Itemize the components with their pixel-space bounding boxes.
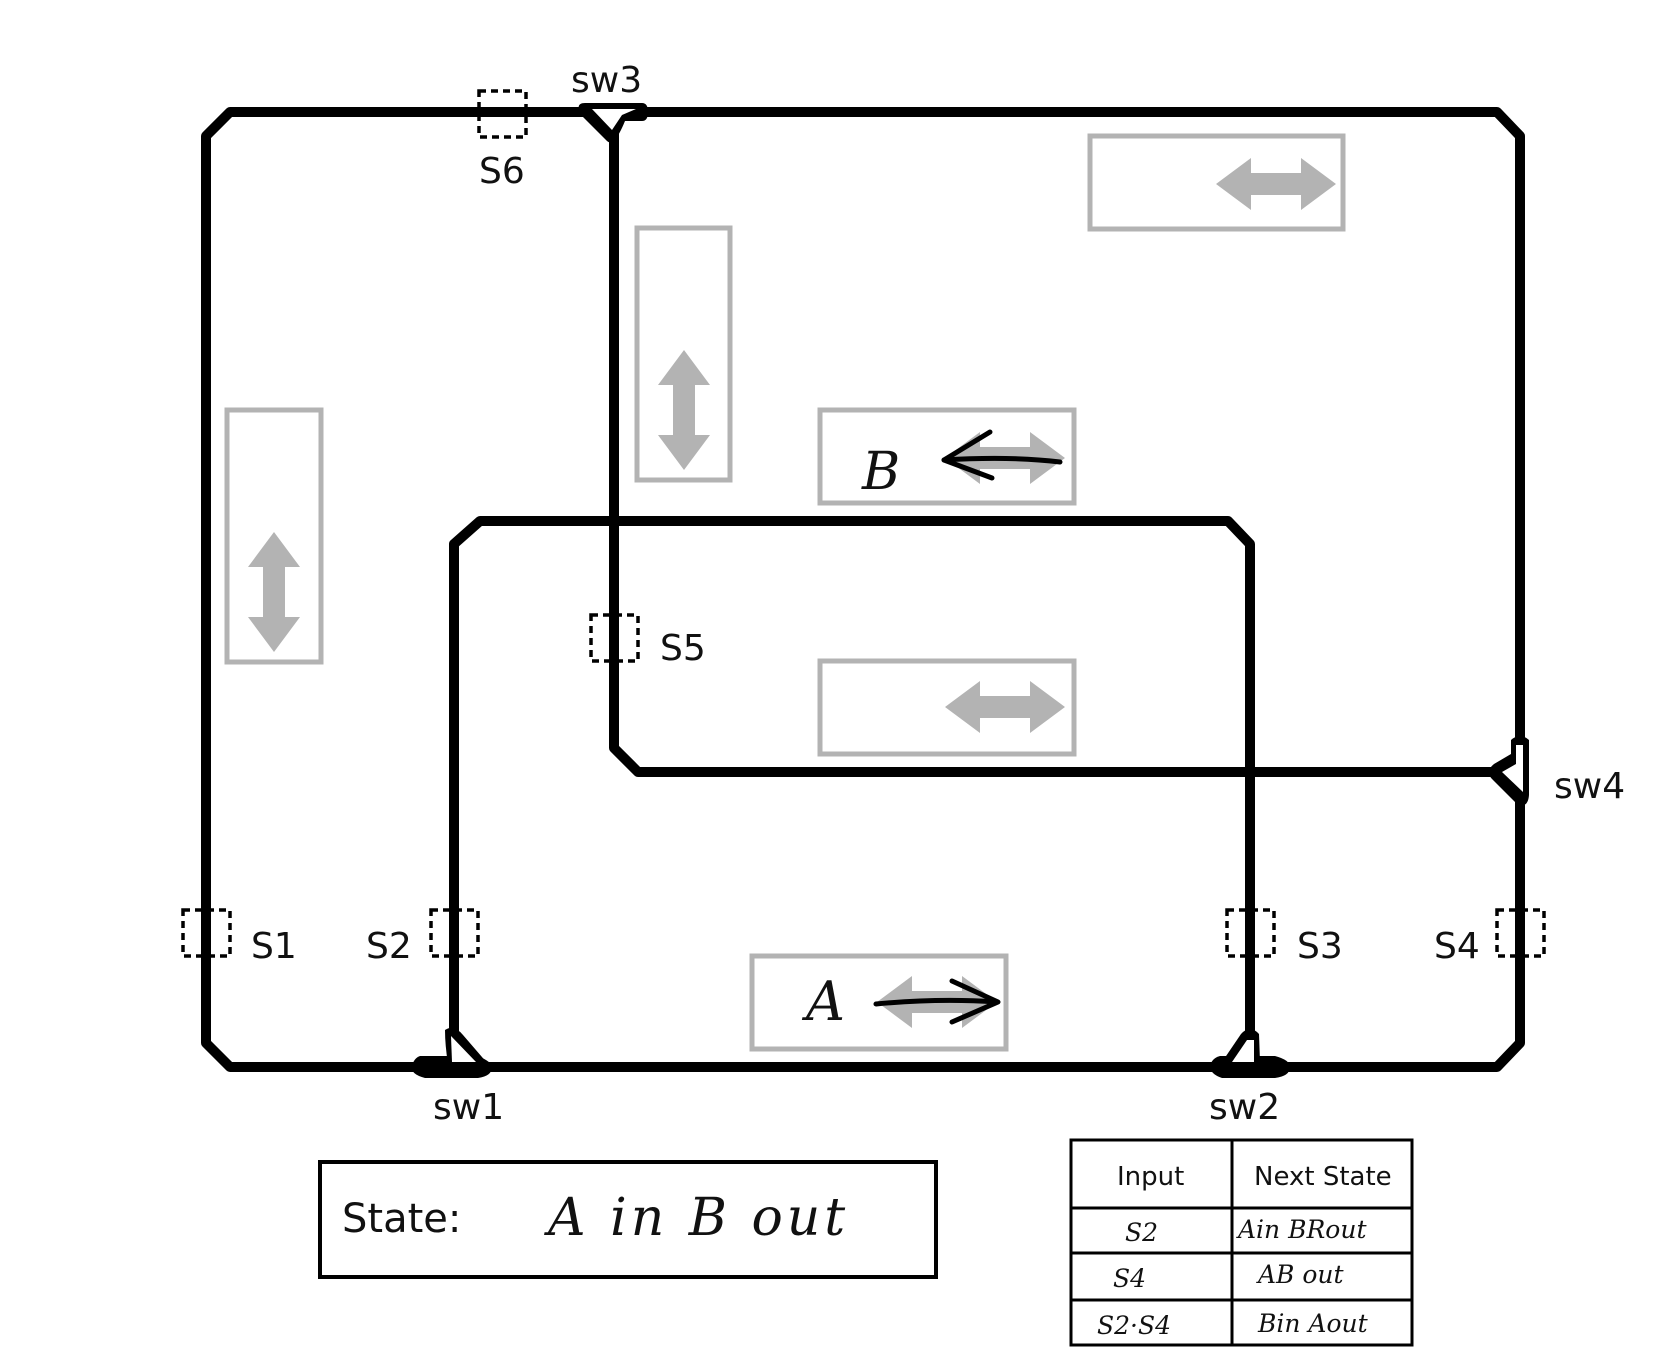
sensor-s5-box[interactable]	[589, 613, 640, 663]
sensor-s2-box[interactable]	[429, 908, 480, 958]
table-row-2-next: AB out	[1256, 1260, 1345, 1289]
switch-sw2-marker[interactable]	[1210, 1029, 1290, 1078]
double-arrow-vertical-icon	[658, 350, 710, 470]
switch-sw1-marker[interactable]	[411, 1027, 492, 1078]
table-row-2-input: S4	[1113, 1264, 1146, 1293]
switch-sw2-label: sw2	[1209, 1087, 1280, 1128]
double-arrow-horizontal-icon	[1216, 158, 1336, 210]
double-arrow-vertical-icon	[248, 532, 300, 652]
table-row-1-next: Ain BRout	[1236, 1215, 1367, 1244]
block-top-right	[1087, 133, 1346, 232]
cross-track	[609, 112, 1520, 777]
sensor-s1-label: S1	[251, 926, 297, 967]
switch-sw4-marker[interactable]	[1488, 736, 1529, 806]
block-left-vertical	[224, 407, 324, 665]
transition-table: Input Next State S2 Ain BRout S4 AB out …	[1069, 1138, 1414, 1347]
outer-loop-track	[201, 107, 1525, 1072]
switch-sw3-marker[interactable]	[578, 103, 648, 143]
sensor-s2-label: S2	[366, 926, 412, 967]
sensor-s4-label: S4	[1434, 926, 1480, 967]
switch-sw4-label: sw4	[1554, 766, 1625, 807]
sensor-s5-label: S5	[660, 628, 706, 669]
sensor-s4-box[interactable]	[1495, 908, 1546, 958]
switch-sw1-label: sw1	[433, 1087, 504, 1128]
train-b-label: B	[861, 442, 900, 502]
block-a	[749, 953, 1009, 1052]
state-box: State: A in B out	[318, 1160, 938, 1279]
train-a-label: A	[801, 970, 845, 1033]
switch-sw3-label: sw3	[571, 60, 642, 101]
train-b-direction-arrow-icon	[941, 429, 1063, 481]
table-header-input: Input	[1117, 1162, 1184, 1192]
table-header-next-state: Next State	[1254, 1162, 1392, 1192]
block-middle	[817, 658, 1077, 757]
state-label: State:	[342, 1196, 461, 1242]
state-value: A in B out	[544, 1188, 849, 1248]
inner-loop-track	[449, 516, 1255, 1067]
table-row-3-next: Bin Aout	[1257, 1309, 1369, 1338]
table-row-3-input: S2·S4	[1097, 1311, 1171, 1340]
train-a-direction-arrow-icon	[873, 978, 1001, 1025]
sensor-s3-label: S3	[1297, 926, 1343, 967]
block-upper-vertical	[634, 225, 733, 483]
sensor-s1-box[interactable]	[181, 908, 232, 958]
double-arrow-horizontal-icon	[945, 681, 1065, 733]
sensor-s6-box[interactable]	[477, 89, 528, 139]
sensor-s6-label: S6	[479, 151, 525, 192]
block-b	[817, 407, 1077, 506]
table-row-1-input: S2	[1125, 1218, 1158, 1247]
sensor-s3-box[interactable]	[1225, 908, 1276, 958]
